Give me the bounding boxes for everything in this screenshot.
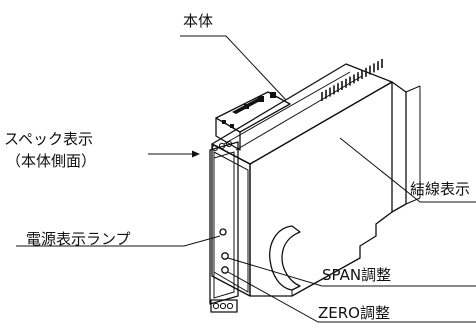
label-wiring-display: 結線表示 bbox=[410, 180, 470, 198]
top-screws bbox=[211, 140, 233, 152]
device-illustration bbox=[209, 59, 421, 313]
labels: 本体 スペック表示 （本体側面） 結線表示 電源表示ランプ SPAN調整 ZER… bbox=[4, 12, 470, 322]
front-panel bbox=[211, 143, 251, 297]
vent-slots bbox=[321, 59, 383, 101]
label-spec-display-sub: （本体側面） bbox=[6, 152, 96, 170]
label-main-body: 本体 bbox=[183, 12, 213, 30]
front-bezel bbox=[209, 141, 239, 305]
bottom-screws bbox=[210, 299, 238, 313]
label-power-lamp: 電源表示ランプ bbox=[26, 230, 131, 248]
leader-lines bbox=[16, 35, 476, 323]
rail-recess bbox=[269, 225, 301, 291]
span-trimmer bbox=[221, 252, 229, 260]
upper-terminal-block bbox=[215, 91, 291, 133]
zero-trimmer bbox=[221, 266, 229, 274]
label-spec-display: スペック表示 bbox=[4, 130, 93, 148]
label-span-adjust: SPAN調整 bbox=[322, 266, 391, 284]
label-zero-adjust: ZERO調整 bbox=[318, 304, 390, 322]
power-lamp bbox=[219, 228, 227, 236]
